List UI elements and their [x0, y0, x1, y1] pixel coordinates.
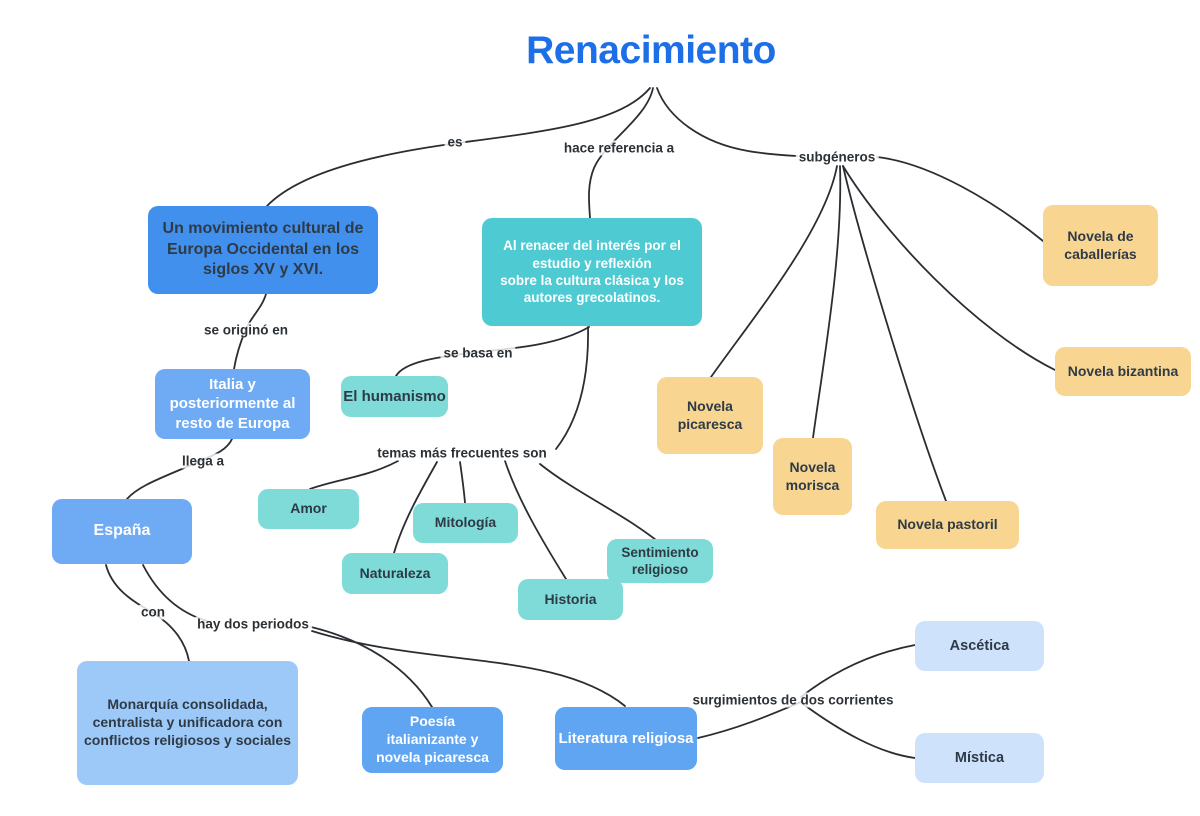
edge-surgimientos-mistica — [802, 703, 916, 759]
edge-subgeneros-bizantina — [842, 165, 1056, 371]
node-naturaleza[interactable]: Naturaleza — [342, 553, 448, 594]
edge-subgeneros-morisca — [812, 165, 842, 439]
node-mitologia[interactable]: Mitología — [413, 503, 518, 543]
node-humanismo[interactable]: El humanismo — [341, 376, 448, 417]
edge-title-hace-renacer — [588, 87, 654, 219]
node-ascetica[interactable]: Ascética — [915, 621, 1044, 671]
node-literatura[interactable]: Literatura religiosa — [555, 707, 697, 770]
edge-title-subgeneros — [656, 87, 798, 157]
node-renacer[interactable]: Al renacer del interés por el estudio y … — [482, 218, 702, 326]
edge-temas-naturaleza — [393, 461, 438, 554]
edge-haydos-literatura — [311, 630, 626, 707]
edge-label-surgimientos[interactable]: surgimientos de dos corrientes — [689, 692, 897, 708]
node-movimiento[interactable]: Un movimiento cultural de Europa Occiden… — [148, 206, 378, 294]
node-novela-bizantina[interactable]: Novela bizantina — [1055, 347, 1191, 396]
edge-italia-espana — [126, 438, 233, 500]
edge-label-con[interactable]: con — [137, 604, 169, 620]
edge-label-se-origino[interactable]: se originó en — [200, 322, 292, 338]
node-novela-picaresca[interactable]: Novela picaresca — [657, 377, 763, 454]
node-sentimiento[interactable]: Sentimiento religioso — [607, 539, 713, 583]
edge-surgimientos-ascetica — [800, 644, 916, 698]
node-novela-caballerias[interactable]: Novela de caballerías — [1043, 205, 1158, 286]
node-mistica[interactable]: Mística — [915, 733, 1044, 783]
node-poesia[interactable]: Poesía italianizante y novela picaresca — [362, 707, 503, 773]
node-espana[interactable]: España — [52, 499, 192, 564]
edge-label-hay-dos-periodos[interactable]: hay dos periodos — [194, 616, 312, 632]
edge-subgeneros-caballerias — [876, 156, 1044, 242]
node-novela-pastoril[interactable]: Novela pastoril — [876, 501, 1019, 549]
edge-subgeneros-pastoril — [842, 165, 947, 502]
edge-label-llega-a[interactable]: llega a — [178, 453, 228, 469]
node-novela-morisca[interactable]: Novela morisca — [773, 438, 852, 515]
edge-label-subgeneros[interactable]: subgéneros — [795, 149, 879, 165]
edge-subgeneros-picaresca — [710, 165, 838, 378]
node-historia[interactable]: Historia — [518, 579, 623, 620]
edge-temas-historia — [504, 460, 567, 580]
page-title: Renacimiento — [526, 29, 776, 72]
node-italia[interactable]: Italia y posteriormente al resto de Euro… — [155, 369, 310, 439]
edge-haydos-poesia — [310, 626, 433, 708]
node-monarquia[interactable]: Monarquía consolidada, centralista y uni… — [77, 661, 298, 785]
edge-temas-mitologia — [459, 461, 466, 504]
node-amor[interactable]: Amor — [258, 489, 359, 529]
edge-temas-amor — [309, 460, 399, 490]
edge-temas-sentimiento — [539, 463, 657, 541]
edge-label-es[interactable]: es — [444, 134, 466, 150]
edge-label-se-basa[interactable]: se basa en — [440, 345, 516, 361]
edge-label-temas[interactable]: temas más frecuentes son — [374, 445, 550, 461]
edge-label-hace-referencia[interactable]: hace referencia a — [560, 140, 678, 156]
edge-renacer-temas — [555, 326, 589, 450]
